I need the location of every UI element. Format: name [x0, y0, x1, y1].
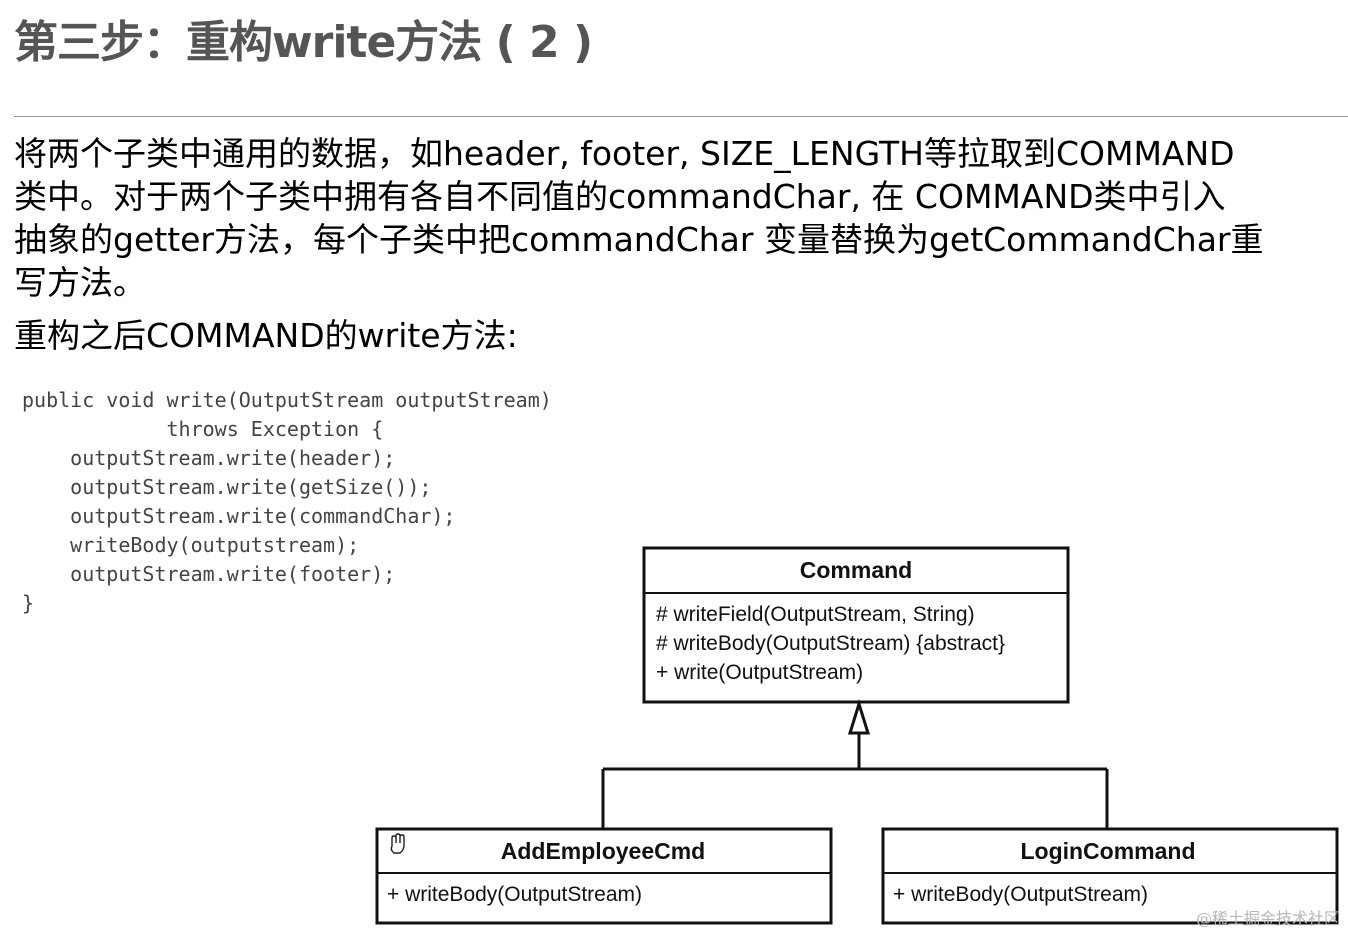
description-line: 抽象的getter方法，每个子类中把commandChar 变量替换为getCo…: [14, 220, 1264, 259]
page-title: 第三步：重构write方法 ( 2 ): [14, 17, 593, 68]
class-member: # writeBody(OutputStream) {abstract}: [656, 632, 1005, 655]
inheritance-connector: [601, 698, 1109, 829]
class-member: + writeBody(OutputStream): [387, 883, 642, 906]
code-line: outputStream.write(header);: [22, 446, 396, 470]
code-line: outputStream.write(commandChar);: [22, 504, 456, 528]
code-line: outputStream.write(footer);: [22, 562, 396, 586]
code-line: }: [22, 591, 35, 615]
class-name: LoginCommand: [1020, 838, 1195, 864]
code-line: writeBody(outputstream);: [22, 533, 360, 557]
class-name: Command: [800, 557, 912, 583]
description: 将两个子类中通用的数据，如header, footer, SIZE_LENGTH…: [14, 132, 1334, 357]
code-line: outputStream.write(getSize());: [22, 475, 432, 499]
watermark: @稀土掘金技术社区: [1195, 909, 1340, 928]
code-line: public void write(OutputStream outputStr…: [22, 388, 552, 412]
description-line: 类中。对于两个子类中拥有各自不同值的commandChar, 在 COMMAND…: [14, 177, 1226, 216]
class-member: # writeField(OutputStream, String): [656, 603, 975, 626]
class-login-command: LoginCommand + writeBody(OutputStream): [881, 827, 1339, 925]
subheading: 重构之后COMMAND的write方法:: [14, 316, 518, 355]
description-line: 将两个子类中通用的数据，如header, footer, SIZE_LENGTH…: [14, 134, 1235, 173]
class-add-employee-cmd: AddEmployeeCmd + writeBody(OutputStream): [375, 827, 833, 925]
class-name: AddEmployeeCmd: [501, 838, 705, 864]
class-member: + writeBody(OutputStream): [893, 883, 1148, 906]
class-member: + write(OutputStream): [656, 661, 863, 684]
title-divider: [14, 116, 1348, 117]
hand-cursor-icon: [390, 833, 405, 854]
code-line: throws Exception {: [22, 417, 384, 441]
code-block: public void write(OutputStream outputStr…: [22, 386, 552, 618]
description-line: 写方法。: [14, 263, 146, 302]
class-command: Command # writeField(OutputStream, Strin…: [642, 546, 1070, 704]
